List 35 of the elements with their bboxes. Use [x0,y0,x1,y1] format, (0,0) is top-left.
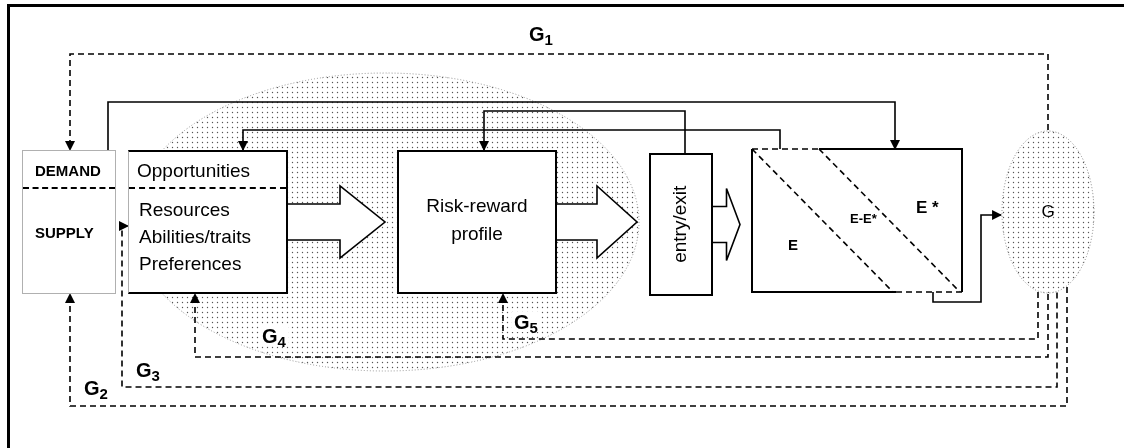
arrow [107,101,900,151]
box-label: Risk-reward profile [425,194,529,246]
region-label: E-E* [850,210,877,228]
edge-label: G$_{5}$ [512,312,540,332]
process-box [397,150,557,294]
region-label: E [788,235,798,255]
block-arrow [287,184,387,260]
shaded-ellipse [1001,130,1095,294]
arrow [932,210,1003,303]
arrow [238,129,781,151]
dashed-feedback-arrow [190,293,1049,358]
list-item: Preferences [139,252,243,276]
box-heading: DEMAND [35,161,101,181]
arrow [479,110,686,154]
block-arrow [556,184,639,260]
box-heading: SUPPLY [35,223,94,243]
edge-label: G$_{2}$ [82,378,110,398]
dashed-feedback-arrow [119,221,1058,388]
list-item: Abilities/traits [139,225,251,249]
box-heading: Opportunities [137,159,250,183]
dashed-feedback-arrow [498,291,1039,340]
edge-label: G$_{1}$ [527,24,555,44]
dashed-feedback-arrow [65,53,1049,151]
edge-label: G$_{3}$ [134,360,162,380]
box-label: entry/exit [668,185,692,264]
entry-exit-box [649,153,713,296]
edge-label: G$_{4}$ [260,326,288,346]
list-item: Resources [139,198,231,222]
dashed-feedback-arrow [65,286,1068,407]
block-arrow [712,187,741,262]
node-label: G [1041,201,1055,224]
demand-supply-box [22,150,116,294]
partitioned-box [752,149,962,292]
resources-box [128,150,288,294]
region-label: E * [916,197,939,219]
